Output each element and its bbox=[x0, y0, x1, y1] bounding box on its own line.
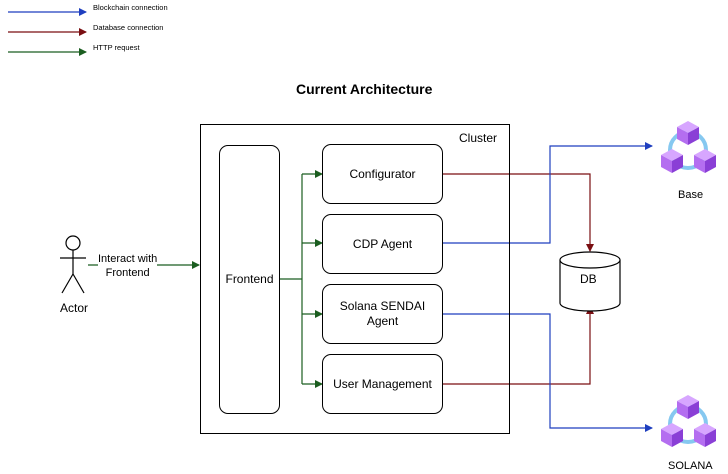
edge-usermgmt-db bbox=[443, 306, 594, 385]
actor-edge-label: Interact with Frontend bbox=[98, 252, 158, 280]
user-management-label: User Management bbox=[333, 376, 432, 391]
actor-figure bbox=[60, 235, 86, 294]
legend-label-database: Database connection bbox=[93, 23, 164, 32]
frontend-label: Frontend bbox=[225, 272, 274, 286]
solana-chain-label: SOLANA bbox=[668, 460, 713, 472]
actor-label: Actor bbox=[60, 301, 89, 315]
legend-label-blockchain: Blockchain connection bbox=[93, 3, 168, 12]
user-management-node: User Management bbox=[322, 354, 443, 414]
base-chain-icon bbox=[661, 121, 716, 173]
database-cylinder bbox=[559, 251, 621, 312]
frontend-node: Frontend bbox=[219, 145, 280, 414]
cluster-container bbox=[200, 124, 510, 434]
legend-label-http: HTTP request bbox=[93, 43, 140, 52]
database-label: DB bbox=[580, 272, 597, 286]
solana-chain-icon bbox=[661, 395, 716, 447]
edge-cdp-base bbox=[443, 142, 653, 244]
base-chain-label: Base bbox=[678, 189, 704, 201]
edge-solana-agent-solana bbox=[443, 313, 653, 432]
edges-frontend-services bbox=[280, 170, 323, 388]
cluster-label: Cluster bbox=[459, 131, 498, 145]
diagram-title: Current Architecture bbox=[296, 81, 433, 97]
solana-sendai-agent-label: Solana SENDAI Agent bbox=[339, 299, 426, 328]
edge-configurator-db bbox=[443, 173, 594, 252]
solana-sendai-agent-node: Solana SENDAI Agent bbox=[322, 284, 443, 344]
configurator-node: Configurator bbox=[322, 144, 443, 204]
configurator-label: Configurator bbox=[349, 166, 416, 181]
cdp-agent-label: CDP Agent bbox=[352, 236, 413, 251]
cdp-agent-node: CDP Agent bbox=[322, 214, 443, 274]
